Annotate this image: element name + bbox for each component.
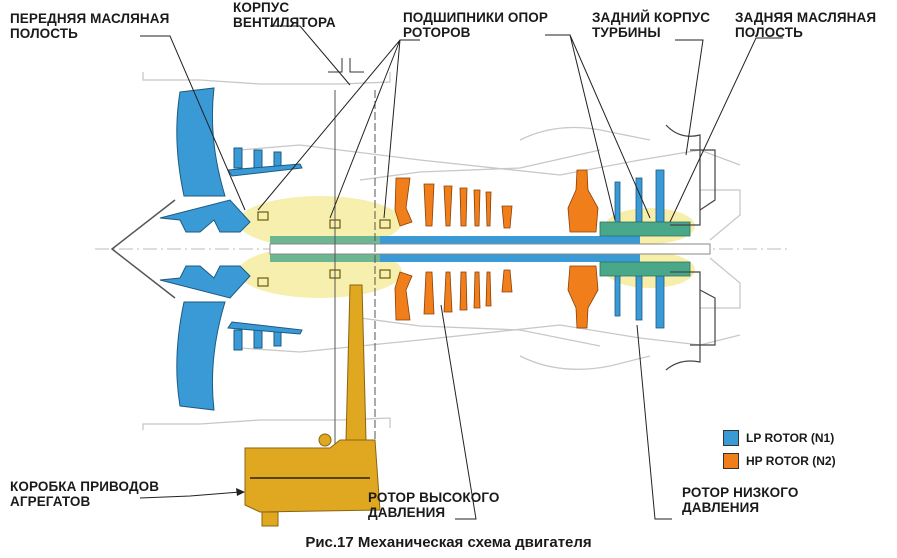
lp-turbine-rotor <box>614 169 665 329</box>
leader-bearings <box>257 39 420 219</box>
legend-item-lp: LP ROTOR (N1) <box>723 428 836 448</box>
leader-fan-case <box>270 25 351 86</box>
label-rotor-bearings: ПОДШИПНИКИ ОПОР РОТОРОВ <box>403 10 548 40</box>
leader-bearings-rear <box>545 34 651 221</box>
leader-gearbox <box>139 491 241 499</box>
turbine-rear-frame <box>665 124 716 371</box>
legend: LP ROTOR (N1) HP ROTOR (N2) <box>723 428 836 474</box>
hp-compressor-rotor <box>394 177 513 321</box>
legend-label-hp: HP ROTOR (N2) <box>746 454 836 468</box>
label-fan-case: КОРПУС ВЕНТИЛЯТОРА <box>233 0 336 30</box>
label-lp-rotor: РОТОР НИЗКОГО ДАВЛЕНИЯ <box>682 485 799 515</box>
leader-lines <box>139 25 783 520</box>
engine-casing-outline <box>142 72 741 430</box>
lp-fan-disk <box>159 147 303 351</box>
legend-label-lp: LP ROTOR (N1) <box>746 431 835 445</box>
legend-swatch-hp <box>723 453 739 469</box>
legend-item-hp: HP ROTOR (N2) <box>723 451 836 471</box>
leader-hp-rotor <box>440 304 477 520</box>
label-accessory-gearbox: КОРОБКА ПРИВОДОВ АГРЕГАТОВ <box>10 479 160 509</box>
lp-turbine-shaft-hub <box>599 221 691 277</box>
gearbox-arrowhead <box>236 488 245 496</box>
spinner <box>110 199 176 299</box>
label-rear-oil-cavity: ЗАДНЯЯ МАСЛЯНАЯ ПОЛОСТЬ <box>735 10 877 40</box>
bearing-markers <box>257 211 391 287</box>
label-hp-rotor: РОТОР ВЫСОКОГО ДАВЛЕНИЯ <box>368 490 500 520</box>
label-front-oil-cavity: ПЕРЕДНЯЯ МАСЛЯНАЯ ПОЛОСТЬ <box>10 11 170 41</box>
leader-rear-oil-cavity <box>669 37 783 223</box>
figure-caption: Рис.17 Механическая схема двигателя <box>305 534 592 551</box>
leader-front-oil-cavity <box>140 35 246 211</box>
lp-fan-blade <box>176 87 226 411</box>
legend-swatch-lp <box>723 430 739 446</box>
lp-shaft <box>269 236 711 262</box>
fan-case-struts <box>328 58 376 470</box>
label-turbine-rear-frame: ЗАДНИЙ КОРПУС ТУРБИНЫ <box>592 10 711 40</box>
hp-turbine-rotor <box>567 169 599 329</box>
leader-lp-rotor <box>636 324 672 520</box>
accessory-gearbox <box>244 284 381 527</box>
leader-turbine-frame <box>675 39 704 156</box>
